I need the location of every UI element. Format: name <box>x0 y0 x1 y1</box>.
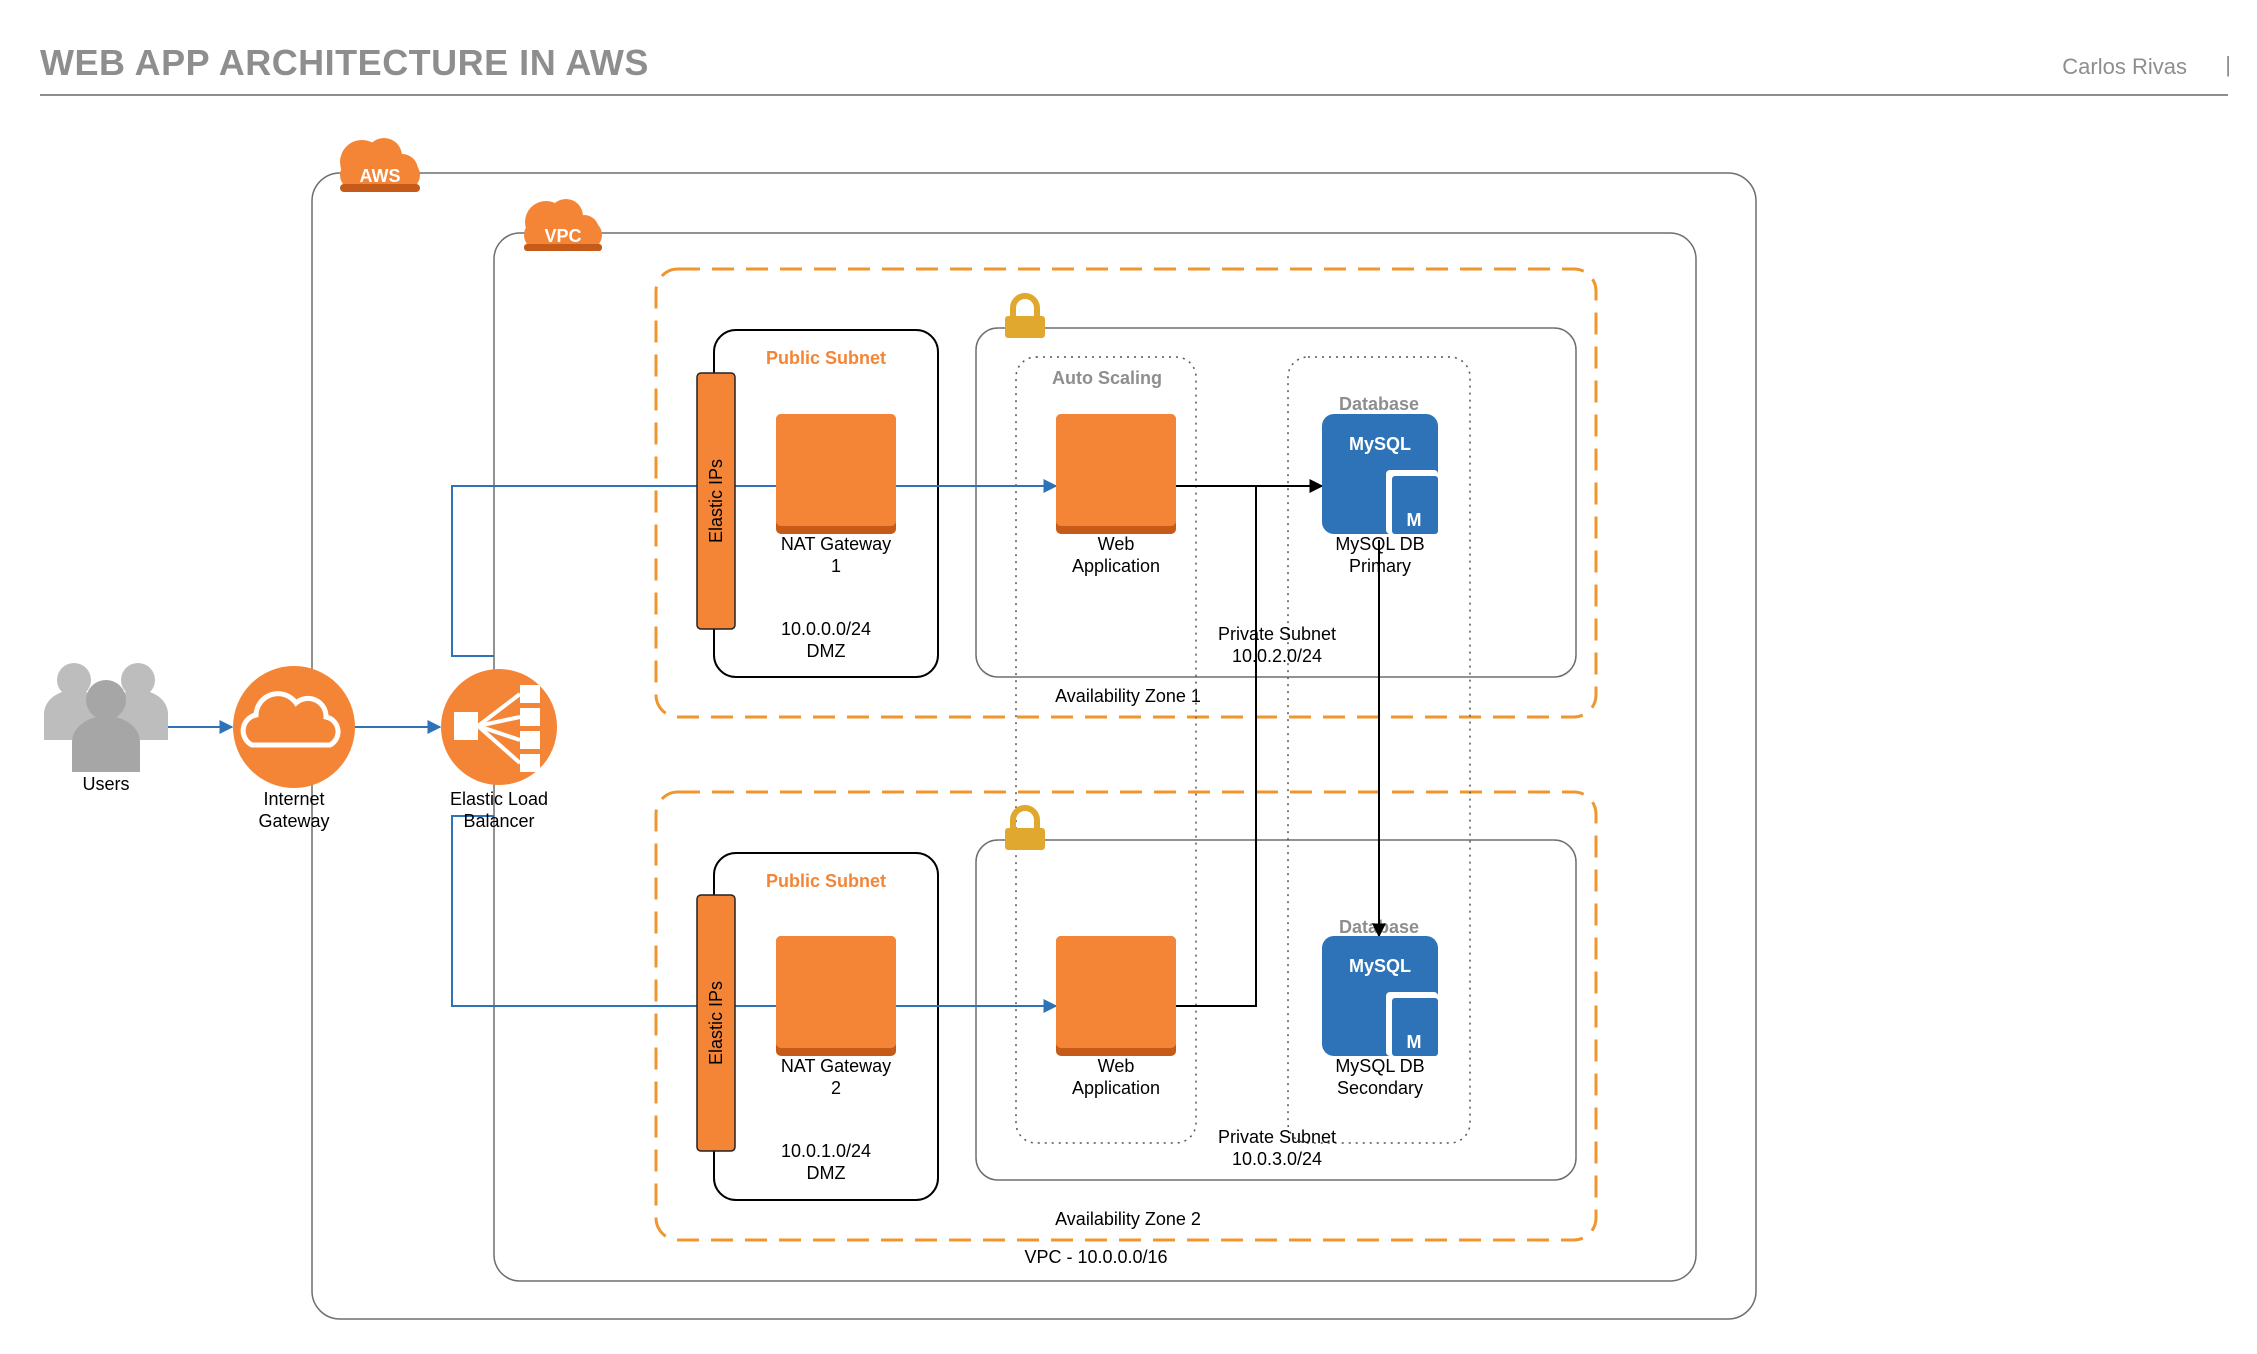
web-application-2-label-2: Application <box>1072 1078 1160 1098</box>
elastic-ips-1: Elastic IPs <box>696 372 736 630</box>
public-subnet-2-tag: DMZ <box>807 1163 846 1183</box>
mysql-logo-text: MySQL <box>1349 434 1411 454</box>
internet-gateway-label-2: Gateway <box>258 811 329 831</box>
elastic-ips-1-label: Elastic IPs <box>706 459 726 543</box>
database-group <box>1287 356 1471 1144</box>
public-subnet-2-title: Public Subnet <box>766 871 886 891</box>
vpc-badge-icon: VPC <box>524 199 602 251</box>
elb-to-web-2-connector <box>451 815 1058 1013</box>
nat-gateway-2-label-2: 2 <box>831 1078 841 1098</box>
web-application-1-label-1: Web <box>1098 534 1135 554</box>
public-subnet-1-cidr: 10.0.0.0/24 <box>781 619 871 639</box>
aws-badge-label: AWS <box>359 166 400 186</box>
header-separator: | <box>2225 52 2231 77</box>
nat-gateway-2-icon <box>776 936 896 1056</box>
private-subnet-1-label-1: Private Subnet <box>1218 624 1336 644</box>
auto-scaling-group <box>1015 356 1197 1144</box>
mysql-badge-letter: M <box>1407 510 1422 530</box>
users-label: Users <box>82 774 129 794</box>
elastic-ips-2-label: Elastic IPs <box>706 981 726 1065</box>
web-application-2-icon <box>1056 936 1176 1056</box>
elb-to-web-1-connector <box>451 479 1058 657</box>
mysql-primary-label-1: MySQL DB <box>1335 534 1424 554</box>
web-application-1-label-2: Application <box>1072 556 1160 576</box>
private-subnet-1 <box>975 327 1577 678</box>
elb-label-1: Elastic Load <box>450 789 548 809</box>
lock-icon <box>1005 805 1045 850</box>
web-application-2-label-1: Web <box>1098 1056 1135 1076</box>
author-name: Carlos Rivas <box>2062 54 2187 79</box>
page-title: WEB APP ARCHITECTURE IN AWS <box>40 42 649 83</box>
availability-zone-1 <box>654 267 1598 719</box>
availability-zone-1-label: Availability Zone 1 <box>1055 686 1201 706</box>
nat-gateway-1-label-1: NAT Gateway <box>781 534 891 554</box>
private-subnet-2-label-1: Private Subnet <box>1218 1127 1336 1147</box>
lock-icon <box>1005 293 1045 338</box>
private-subnet-1-label-2: 10.0.2.0/24 <box>1232 646 1322 666</box>
users-icon <box>44 663 168 772</box>
vpc-badge-label: VPC <box>544 226 581 246</box>
private-subnet-2 <box>975 839 1577 1181</box>
elastic-ips-2: Elastic IPs <box>696 894 736 1152</box>
web-application-1-icon <box>1056 414 1176 534</box>
internet-gateway-icon <box>233 666 355 788</box>
web-2-to-db-connector <box>1176 486 1257 1007</box>
availability-zone-2 <box>654 790 1598 1242</box>
auto-scaling-label: Auto Scaling <box>1052 368 1162 388</box>
vpc-cidr-label: VPC - 10.0.0.0/16 <box>1024 1247 1167 1267</box>
mysql-primary-label-2: Primary <box>1349 556 1411 576</box>
internet-gateway-label-1: Internet <box>263 789 324 809</box>
private-subnet-2-label-2: 10.0.3.0/24 <box>1232 1149 1322 1169</box>
mysql-logo-text: MySQL <box>1349 956 1411 976</box>
nat-gateway-1-label-2: 1 <box>831 556 841 576</box>
header-divider <box>40 94 2228 96</box>
mysql-secondary-label-1: MySQL DB <box>1335 1056 1424 1076</box>
elb-label-2: Balancer <box>463 811 534 831</box>
nat-gateway-1-icon <box>776 414 896 534</box>
nat-gateway-2-label-1: NAT Gateway <box>781 1056 891 1076</box>
database-group-label-1: Database <box>1339 394 1419 414</box>
mysql-database-icon: MySQL M <box>1322 414 1438 534</box>
public-subnet-1-tag: DMZ <box>807 641 846 661</box>
aws-cloud-badge-icon: AWS <box>340 138 420 192</box>
elastic-load-balancer-icon <box>441 669 557 785</box>
public-subnet-2-cidr: 10.0.1.0/24 <box>781 1141 871 1161</box>
vpc-boundary <box>493 232 1697 1282</box>
mysql-badge-letter: M <box>1407 1032 1422 1052</box>
mysql-secondary-label-2: Secondary <box>1337 1078 1423 1098</box>
public-subnet-1-title: Public Subnet <box>766 348 886 368</box>
mysql-database-icon: MySQL M <box>1322 936 1438 1056</box>
availability-zone-2-label: Availability Zone 2 <box>1055 1209 1201 1229</box>
